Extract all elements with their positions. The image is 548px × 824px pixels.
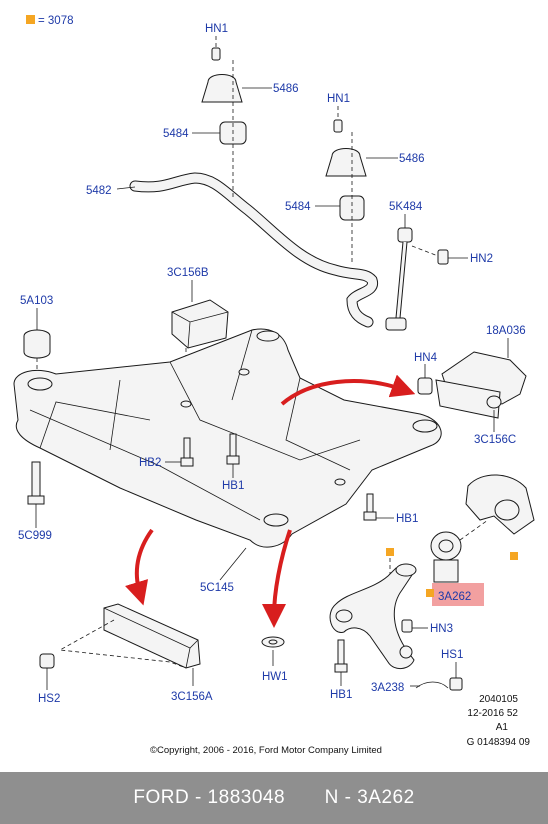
label-3c156a: 3C156A bbox=[171, 691, 213, 703]
lower-control-arm bbox=[329, 548, 417, 669]
label-3c156c: 3C156C bbox=[474, 434, 516, 446]
stabilizer-link bbox=[385, 214, 468, 331]
legend: = 3078 bbox=[26, 15, 74, 27]
label-hs1: HS1 bbox=[441, 649, 463, 661]
bolt-5c999 bbox=[27, 461, 45, 528]
bolt-hb1-b bbox=[363, 493, 394, 521]
label-5c999: 5C999 bbox=[18, 530, 52, 542]
label-hb2: HB2 bbox=[139, 457, 161, 469]
label-3a262: 3A262 bbox=[438, 591, 471, 603]
reference-line-1: 2040105 bbox=[479, 694, 518, 705]
part-number-footer: FORD - 1883048 N - 3A262 bbox=[0, 772, 548, 824]
bolt-hb1-a bbox=[226, 433, 240, 478]
label-5k484: 5K484 bbox=[389, 201, 423, 213]
footer-oe-part: N - 3A262 bbox=[324, 787, 415, 808]
bolt-hs1 bbox=[449, 662, 463, 691]
module-3c156c bbox=[435, 338, 527, 432]
marker-3a262 bbox=[426, 589, 434, 597]
label-hb1-b: HB1 bbox=[396, 513, 418, 525]
bolt-hb1-c bbox=[334, 639, 348, 686]
bushing-5a103 bbox=[23, 308, 51, 376]
label-hb1-a: HB1 bbox=[222, 480, 244, 492]
exploded-parts-diagram: = 3078 bbox=[13, 15, 535, 756]
reference-line-4: G 0148394 09 bbox=[467, 737, 531, 748]
legend-text: = 3078 bbox=[38, 15, 74, 27]
label-hn3: HN3 bbox=[430, 623, 453, 635]
label-18a036: 18A036 bbox=[486, 325, 526, 337]
reference-block: 2040105 12-2016 52 A1 G 0148394 09 bbox=[467, 694, 531, 748]
front-subframe bbox=[13, 328, 442, 548]
part-highlight bbox=[432, 583, 484, 606]
label-3c156b: 3C156B bbox=[167, 267, 209, 279]
rear-bushing-3a262 bbox=[430, 474, 535, 583]
legend-marker bbox=[26, 15, 35, 24]
nut-hn3 bbox=[401, 619, 428, 633]
bolt-hb2 bbox=[165, 437, 194, 467]
left-stabilizer-mount bbox=[192, 36, 272, 200]
label-hn1-b: HN1 bbox=[327, 93, 350, 105]
marker-bushing-left bbox=[386, 548, 394, 556]
copyright-notice: ©Copyright, 2006 - 2016, Ford Motor Comp… bbox=[150, 745, 382, 756]
bolt-hs2 bbox=[39, 653, 55, 690]
stabilizer-bar bbox=[116, 172, 378, 328]
label-5486-b: 5486 bbox=[399, 153, 425, 165]
label-hn1-a: HN1 bbox=[205, 23, 228, 35]
label-5c145: 5C145 bbox=[200, 582, 234, 594]
marker-bushing-right bbox=[510, 552, 518, 560]
right-stabilizer-mount bbox=[315, 106, 398, 264]
callout-arrows bbox=[125, 374, 416, 628]
label-hb1-c: HB1 bbox=[330, 689, 352, 701]
washer-hw1 bbox=[261, 636, 285, 666]
footer-brand-part: FORD - 1883048 bbox=[133, 787, 286, 808]
label-5484-a: 5484 bbox=[163, 128, 189, 140]
label-5486-a: 5486 bbox=[273, 83, 299, 95]
label-hn2: HN2 bbox=[470, 253, 493, 265]
shield-3a238 bbox=[410, 681, 449, 689]
reference-line-2: 12-2016 52 bbox=[467, 708, 518, 719]
label-3a238: 3A238 bbox=[371, 682, 404, 694]
plate-3c156a bbox=[58, 603, 201, 686]
reference-line-3: A1 bbox=[496, 722, 509, 733]
label-5482: 5482 bbox=[86, 185, 112, 197]
label-hw1: HW1 bbox=[262, 671, 288, 683]
label-hn4: HN4 bbox=[414, 352, 438, 364]
label-5a103: 5A103 bbox=[20, 295, 53, 307]
label-hs2: HS2 bbox=[38, 693, 60, 705]
nut-hn4 bbox=[417, 364, 433, 395]
leader-5c145 bbox=[219, 547, 247, 581]
label-5484-b: 5484 bbox=[285, 201, 311, 213]
